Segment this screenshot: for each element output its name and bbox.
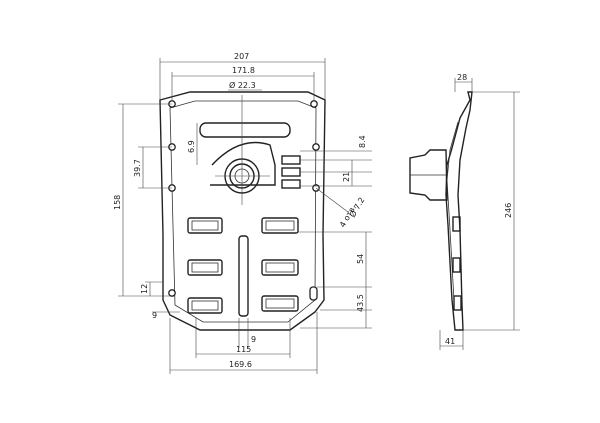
dim-43-5: 43.5 bbox=[356, 294, 365, 312]
side-view bbox=[409, 91, 473, 331]
mounting-hole bbox=[312, 143, 320, 151]
dim-39-7: 39.7 bbox=[133, 159, 142, 177]
right-slot bbox=[281, 155, 301, 165]
right-slot bbox=[281, 179, 301, 189]
boss-flange bbox=[210, 141, 276, 186]
side-dimension-labels: 28 246 41 bbox=[445, 73, 513, 346]
top-slot bbox=[199, 122, 291, 138]
emboss-right-column bbox=[261, 217, 299, 312]
dim-171-8: 171.8 bbox=[232, 66, 255, 75]
dim-54: 54 bbox=[356, 254, 365, 264]
side-dimensions bbox=[439, 78, 520, 350]
dim-246: 246 bbox=[504, 203, 513, 218]
plate-outline bbox=[159, 91, 326, 331]
dim-21: 21 bbox=[342, 172, 351, 182]
dim-115: 115 bbox=[236, 345, 251, 354]
vertical-slot bbox=[238, 235, 249, 317]
dim-158: 158 bbox=[113, 195, 122, 210]
dim-169-6: 169.6 bbox=[229, 360, 252, 369]
side-bump bbox=[452, 216, 461, 232]
dim-28: 28 bbox=[457, 73, 467, 82]
bottom-slot-hole bbox=[309, 286, 318, 301]
dim-6-9: 6.9 bbox=[187, 140, 196, 153]
bottom-hole bbox=[168, 289, 176, 297]
side-plate-outline bbox=[445, 91, 473, 331]
side-bump bbox=[453, 295, 462, 311]
emboss-left-column bbox=[187, 217, 223, 314]
dim-center-hole: Ø 22.3 bbox=[229, 80, 256, 90]
dim-9-bottom: 9 bbox=[251, 335, 256, 344]
dim-9-left: 9 bbox=[152, 311, 157, 320]
side-boss bbox=[409, 149, 448, 201]
side-bump bbox=[452, 257, 461, 273]
corner-hole bbox=[310, 100, 318, 108]
dim-8-4: 8.4 bbox=[358, 135, 367, 148]
front-dimensions bbox=[118, 58, 372, 374]
right-slot bbox=[281, 167, 301, 177]
dim-207: 207 bbox=[234, 52, 249, 61]
dim-41: 41 bbox=[445, 337, 455, 346]
dim-12: 12 bbox=[140, 284, 149, 294]
front-view bbox=[159, 91, 326, 331]
plate-inner-outline bbox=[169, 100, 317, 323]
front-dimension-labels: 207 171.8 Ø 22.3 6.9 8.4 39.7 158 21 Ø 7… bbox=[113, 52, 367, 369]
